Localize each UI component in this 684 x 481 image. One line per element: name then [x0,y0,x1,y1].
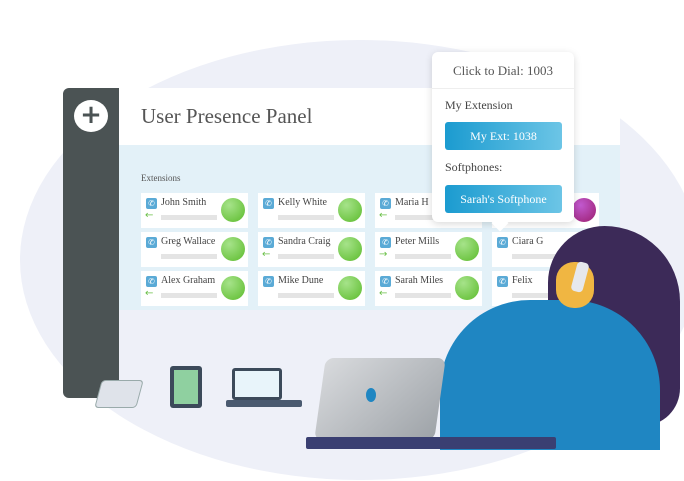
extension-name: Greg Wallace [161,236,216,247]
extensions-label: Extensions [141,173,181,183]
extension-name: Sandra Craig [278,236,331,247]
extension-name: Maria H [395,197,429,208]
extension-card[interactable]: ✆ Alex Graham ← [141,271,248,306]
laptop-small-icon [232,368,282,400]
arrow-left-icon: ← [145,210,154,221]
arrow-left-icon: ← [379,288,388,299]
extension-name: Ciara G [512,236,544,247]
plus-chat-icon[interactable]: + [74,100,108,132]
extension-card[interactable]: ✆ Sarah Miles ← [375,271,482,306]
status-bar [512,293,568,298]
presence-indicator [221,198,245,222]
presence-indicator [338,198,362,222]
phone-icon: ✆ [146,198,157,209]
extension-name: Peter Mills [395,236,440,247]
extension-name: Mike Dune [278,275,324,286]
extension-card[interactable]: ✆ Mike Dune [258,271,365,306]
arrow-left-icon: ← [262,249,271,260]
extension-name: John Smith [161,197,207,208]
status-bar [161,254,217,259]
extension-name: Sarah Miles [395,275,444,286]
click-to-dial-popup: Click to Dial: 1003 My Extension My Ext:… [432,52,574,232]
arrow-left-icon: ← [379,210,388,221]
softphone-button[interactable]: Sarah's Softphone [445,185,562,213]
extension-name: Alex Graham [161,275,216,286]
my-extension-label: My Extension [445,98,513,112]
phone-icon: ✆ [380,198,391,209]
extension-card[interactable]: ✆ Kelly White [258,193,365,228]
status-bar [278,254,334,259]
phone-icon: ✆ [146,276,157,287]
presence-indicator [338,237,362,261]
laptop-logo [366,388,376,402]
status-bar [278,215,334,220]
person-body [440,300,660,450]
extension-card[interactable]: ✆ Sandra Craig ← [258,232,365,267]
presence-indicator [338,276,362,300]
presence-indicator [221,276,245,300]
status-bar [278,293,334,298]
extension-name: Felix [512,275,533,286]
phone-icon: ✆ [380,276,391,287]
laptop-icon [314,358,446,440]
presence-indicator [221,237,245,261]
sidebar [63,88,119,398]
presence-indicator [455,237,479,261]
status-bar [512,254,568,259]
status-bar [395,215,451,220]
phone-icon: ✆ [263,198,274,209]
desk [306,437,556,449]
arrow-right-icon: → [379,249,388,260]
phone-icon: ✆ [146,237,157,248]
phone-icon: ✆ [497,276,508,287]
page-title: User Presence Panel [141,104,313,128]
desk-phone-icon [94,380,144,408]
phone-icon: ✆ [497,237,508,248]
extension-card[interactable]: ✆ Greg Wallace [141,232,248,267]
arrow-left-icon: ← [145,288,154,299]
phone-icon: ✆ [380,237,391,248]
laptop-base-icon [226,400,302,407]
phone-icon: ✆ [263,276,274,287]
my-extension-button[interactable]: My Ext: 1038 [445,122,562,150]
status-bar [161,215,217,220]
status-bar [161,293,217,298]
extension-card[interactable]: ✆ Peter Mills → [375,232,482,267]
presence-indicator [572,198,596,222]
tablet-icon [170,366,202,408]
status-bar [395,293,451,298]
popup-title: Click to Dial: 1003 [432,52,574,89]
presence-indicator [455,276,479,300]
softphones-label: Softphones: [445,160,503,174]
extension-card[interactable]: ✆ John Smith ← [141,193,248,228]
phone-icon: ✆ [263,237,274,248]
status-bar [395,254,451,259]
extension-name: Kelly White [278,197,327,208]
